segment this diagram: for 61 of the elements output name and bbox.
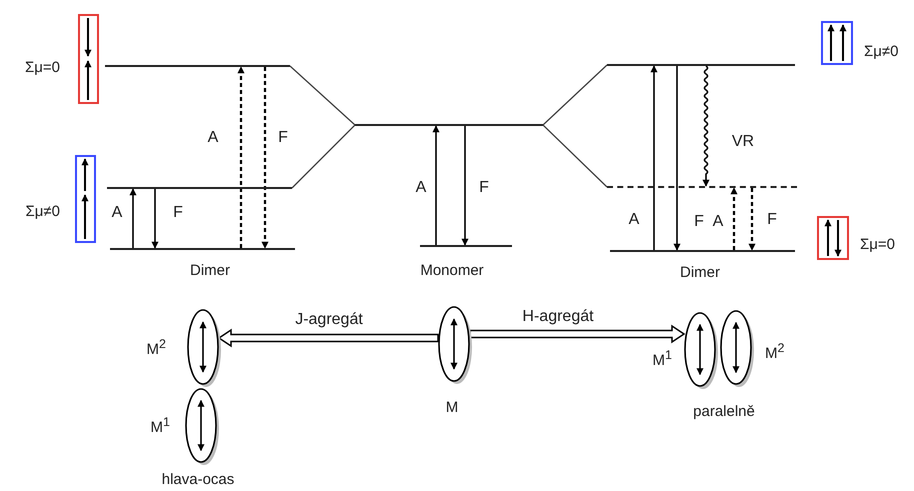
energy-level-line [107, 187, 292, 189]
molecule-label: M$^{1}$ [652, 349, 672, 368]
dipole-ellipse-icon [684, 312, 719, 390]
correlation-line [542, 124, 608, 188]
energy-level-line [610, 250, 795, 252]
molecule-label: M [446, 400, 458, 415]
transition-arrow [238, 66, 244, 248]
edge-label: A [208, 130, 218, 146]
level-caption: Dimer [190, 263, 230, 278]
edge-label: A [628, 212, 640, 228]
molecule-label: M$^{2}$ [765, 342, 784, 361]
wavy-arrow [702, 65, 710, 187]
edge-label: F [694, 214, 704, 230]
level-caption: Dimer [680, 265, 720, 280]
transition-arrow [748, 188, 756, 251]
edge-label: F [278, 130, 288, 146]
dashed-energy-level [607, 186, 797, 188]
edge-label: A [416, 180, 426, 196]
edge-label: F [479, 180, 489, 196]
transition-arrow [262, 67, 268, 249]
edge-label: F [173, 205, 183, 221]
arrangement-caption: hlava-ocas [162, 472, 234, 487]
arrangement-caption: paralelně [693, 404, 755, 419]
hollow-arrow [218, 328, 439, 348]
dipole-ellipse-icon [438, 306, 473, 385]
level-caption: Monomer [420, 263, 484, 278]
dipole-sum-label: Σμ≠0 [26, 204, 60, 219]
spin-arrows-box [817, 216, 849, 260]
spin-arrows-box [78, 14, 99, 104]
dipole-ellipse-icon [187, 309, 222, 388]
transition-arrow [152, 189, 158, 249]
dipole-sum-label: Σμ=0 [24, 60, 60, 75]
energy-level-line [110, 248, 295, 250]
transition-arrow [432, 125, 440, 245]
correlation-line [292, 124, 356, 188]
molecule-label: M$^{1}$ [150, 416, 170, 435]
transition-arrow [130, 188, 136, 248]
molecule-label: M$^{2}$ [146, 338, 166, 357]
energy-level-line [607, 64, 795, 66]
edge-label: H-agregát [522, 309, 594, 325]
dipole-ellipse-icon [185, 388, 220, 466]
hollow-arrow [469, 324, 686, 344]
dipole-sum-label: Σμ≠0 [864, 44, 898, 59]
transition-arrow [650, 65, 658, 250]
spin-arrows-box [821, 21, 853, 65]
energy-level-line [105, 65, 290, 67]
dipole-ellipse-icon [720, 310, 755, 388]
edge-label: F [767, 212, 777, 228]
correlation-line [542, 64, 608, 126]
edge-label: A [112, 205, 122, 221]
energy-level-line [355, 124, 543, 126]
edge-label: A [712, 214, 724, 230]
edge-label: J-agregát [295, 312, 363, 328]
spin-arrows-box [75, 155, 96, 243]
dipole-sum-label: Σμ=0 [860, 237, 896, 252]
energy-level-line [420, 245, 512, 247]
transition-arrow [730, 187, 738, 250]
correlation-line [290, 66, 356, 126]
edge-label: VR [732, 134, 754, 150]
transition-arrow [462, 126, 468, 246]
transition-arrow [674, 66, 680, 251]
